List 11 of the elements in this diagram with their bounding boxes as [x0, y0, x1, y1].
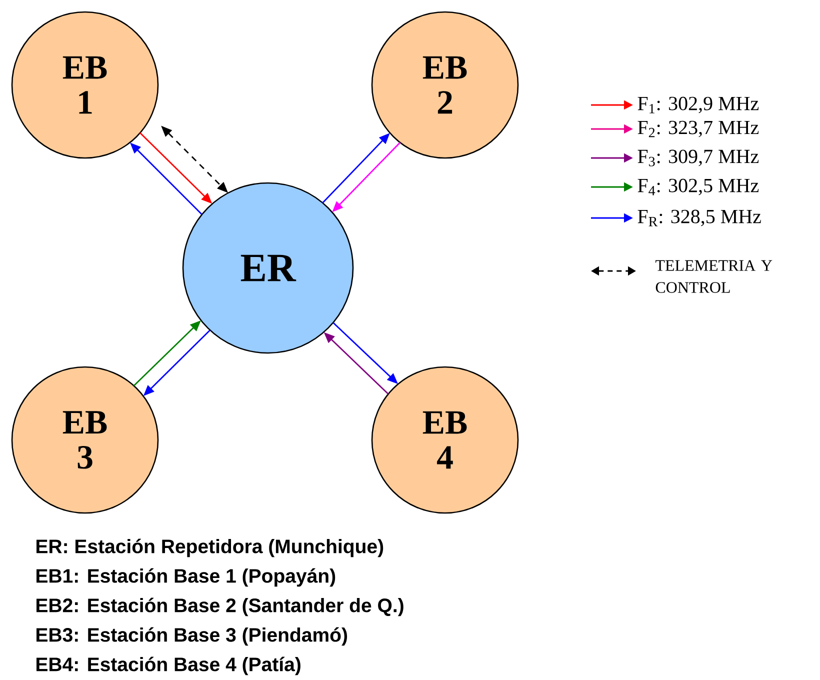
legend-text: F$_{R}$: 328,5 MHz	[638, 210, 761, 226]
legend-text: F$_{1}$: 302,9 MHz	[638, 96, 759, 114]
label-text: EB2: Estación Base 2 (Santander de Q.)	[36, 598, 404, 616]
legend-text: TELEMETRIA Y CONTROL	[655, 260, 772, 293]
legend-text: F$_{2}$: 323,7 MHz	[638, 120, 759, 138]
label-text: EB4: Estación Base 4 (Patía)	[36, 656, 300, 676]
legend-text: F$_{4}$: 302,5 MHz	[638, 178, 759, 196]
label-text: EB1: Estación Base 1 (Popayán)	[36, 568, 336, 587]
label-text: ER: Estación Repetidora (Munchique)	[36, 538, 384, 558]
label-text: EB3: Estación Base 3 (Piendamó)	[36, 627, 347, 646]
legend-text: F$_{3}$: 309,7 MHz	[638, 150, 759, 166]
